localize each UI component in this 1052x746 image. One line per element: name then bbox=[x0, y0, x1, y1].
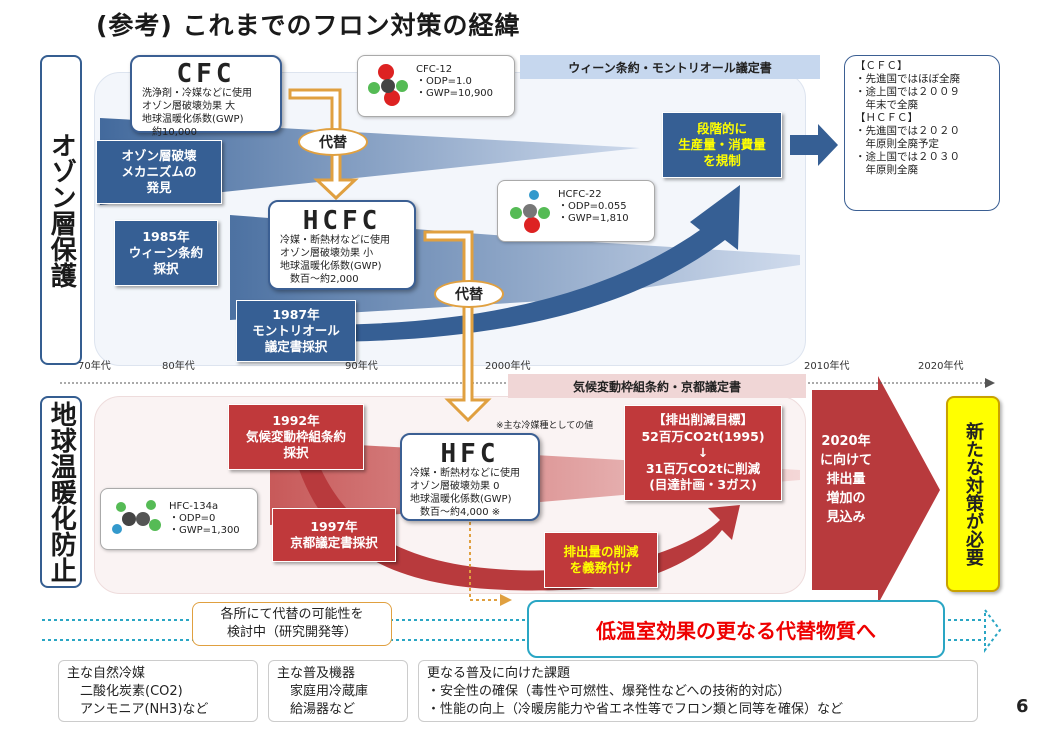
new-measures-box: 新たな対策が必要 bbox=[946, 396, 1000, 592]
low-gwp-box: 低温室効果の更なる代替物質へ bbox=[527, 600, 945, 658]
vienna-1985-box: 1985年 ウィーン条約 採択 bbox=[114, 220, 218, 286]
sidebar-ozone-protection: オゾン層保護 bbox=[40, 55, 82, 365]
hfc134a-box: HFC-134a ・ODP=0 ・GWP=1,300 bbox=[100, 488, 258, 550]
cfc-name: CFC bbox=[176, 59, 236, 89]
timeline-2000s: 2000年代 bbox=[485, 361, 531, 372]
hfc134a-data: HFC-134a ・ODP=0 ・GWP=1,300 bbox=[169, 501, 240, 536]
vienna-montreal-banner: ウィーン条約・モントリオール議定書 bbox=[520, 55, 820, 79]
sidebar-global-warming: 地球温暖化防止 bbox=[40, 396, 82, 588]
hcfc22-box: HCFC-22 ・ODP=0.055 ・GWP=1,810 bbox=[497, 180, 655, 242]
cfc-card: CFC 洗浄剤・冷媒などに使用 オゾン層破壊効果 大 地球温暖化係数(GWP) … bbox=[130, 55, 282, 138]
substitute-label-1: 代替 bbox=[298, 128, 368, 156]
devices-box: 主な普及機器 家庭用冷蔵庫 給湯器など bbox=[268, 660, 408, 722]
hcfc-name: HCFC bbox=[302, 206, 382, 236]
research-box: 各所にて代替の可能性を 検討中（研究開発等） bbox=[192, 602, 392, 646]
montreal-1987-box: 1987年 モントリオール 議定書採択 bbox=[236, 300, 356, 362]
unfccc-1992-box: 1992年 気候変動枠組条約 採択 bbox=[228, 404, 364, 470]
hfc-description: 冷媒・断熱材などに使用 オゾン層破壊効果 0 地球温暖化係数(GWP) 数百～約… bbox=[410, 468, 520, 518]
hcfc22-data: HCFC-22 ・ODP=0.055 ・GWP=1,810 bbox=[558, 189, 629, 224]
hfc134a-molecule-icon bbox=[112, 500, 161, 534]
ozone-mechanism-box: オゾン層破壊 メカニズムの 発見 bbox=[96, 140, 222, 204]
reduction-target-box: 【排出削減目標】 52百万CO2t(1995) ↓ 31百万CO2tに削減 (目… bbox=[624, 405, 782, 501]
hfc-name: HFC bbox=[440, 439, 500, 469]
phase-out-box: 段階的に 生産量・消費量 を規制 bbox=[662, 112, 782, 178]
hfc-card: HFC 冷媒・断熱材などに使用 オゾン層破壊効果 0 地球温暖化係数(GWP) … bbox=[400, 433, 540, 521]
timeline-2010s: 2010年代 bbox=[804, 361, 850, 372]
page-title: (参考) これまでのフロン対策の経緯 bbox=[96, 11, 521, 40]
kyoto-1997-box: 1997年 京都議定書採択 bbox=[272, 508, 396, 562]
page-number: 6 bbox=[1016, 696, 1029, 717]
hcfc-card: HCFC 冷媒・断熱材などに使用 オゾン層破壊効果 小 地球温暖化係数(GWP)… bbox=[268, 200, 416, 290]
issues-box: 更なる普及に向けた課題 ・安全性の確保（毒性や可燃性、爆発性などへの技術的対応）… bbox=[418, 660, 978, 722]
hcfc-description: 冷媒・断熱材などに使用 オゾン層破壊効果 小 地球温暖化係数(GWP) 数百～約… bbox=[280, 235, 390, 285]
cfc-description: 洗浄剤・冷媒などに使用 オゾン層破壊効果 大 地球温暖化係数(GWP) 約10,… bbox=[142, 88, 252, 138]
cfc12-molecule-icon bbox=[368, 64, 408, 106]
timeline-70s: 70年代 bbox=[78, 361, 111, 372]
timeline-90s: 90年代 bbox=[345, 361, 378, 372]
timeline-80s: 80年代 bbox=[162, 361, 195, 372]
cfc12-box: CFC-12 ・ODP=1.0 ・GWP=10,900 bbox=[357, 55, 515, 117]
hcfc22-molecule-icon bbox=[510, 190, 550, 233]
substitute-label-2: 代替 bbox=[434, 280, 504, 308]
cfc12-data: CFC-12 ・ODP=1.0 ・GWP=10,900 bbox=[416, 64, 494, 99]
forecast-2020-label: 2020年 に向けて 排出量 増加の 見込み bbox=[819, 434, 872, 525]
climate-kyoto-banner: 気候変動枠組条約・京都議定書 bbox=[508, 374, 806, 398]
hfc-note: ※主な冷媒種としての値 bbox=[496, 421, 594, 431]
timeline-2020s: 2020年代 bbox=[918, 361, 964, 372]
reduction-obligation-box: 排出量の削減 を義務付け bbox=[544, 532, 658, 588]
phase-out-status: 【ＣＦＣ】 ・先進国ではほぼ全廃 ・途上国では２００９ 年末で全廃 【ＨＣＦＣ】… bbox=[844, 55, 1000, 211]
natural-refrigerants-box: 主な自然冷媒 二酸化炭素(CO2) アンモニア(NH3)など bbox=[58, 660, 258, 722]
